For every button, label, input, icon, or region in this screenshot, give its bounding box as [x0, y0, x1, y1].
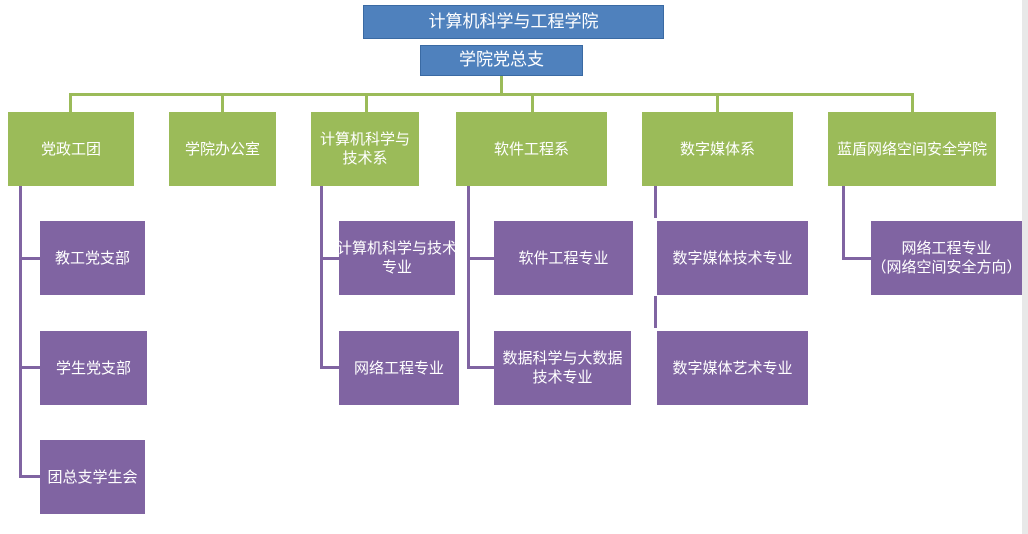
sub-spine-connector: [842, 186, 845, 260]
department-box: 学院办公室: [169, 112, 276, 186]
sub-unit-label: 学生党支部: [55, 358, 131, 377]
party-committee-label: 学院党总支: [459, 50, 544, 70]
sub-unit-box: 数字媒体技术专业: [657, 221, 808, 295]
sub-unit-box: 数字媒体艺术专业: [657, 331, 808, 405]
connector-dept-1: [69, 93, 72, 112]
sub-branch-connector: [19, 257, 40, 260]
sub-unit-box: 网络工程专业: [339, 331, 459, 405]
sub-unit-label: 教工党支部: [54, 248, 130, 267]
sub-unit-label: 团总支学生会: [47, 467, 138, 486]
trunk-connector: [500, 76, 503, 95]
department-box: 软件工程系: [456, 112, 607, 186]
sub-unit-box: 软件工程专业: [494, 221, 633, 295]
college-title: 计算机科学与工程学院: [428, 11, 599, 32]
connector-dept-5: [716, 93, 719, 112]
sub-unit-label-line: （网络空间安全方向）: [871, 258, 1022, 276]
connector-dept-6: [911, 93, 914, 112]
department-label: 蓝盾网络空间安全学院: [836, 139, 987, 158]
sub-branch-connector: [842, 257, 871, 260]
sub-unit-box: 团总支学生会: [40, 440, 145, 514]
party-committee-box: 学院党总支: [420, 45, 583, 76]
sub-unit-label-line: 专业: [381, 258, 412, 276]
connector-dept-2: [221, 93, 224, 112]
sub-branch-connector: [467, 366, 494, 369]
sub-branch-connector: [19, 475, 40, 478]
department-label: 软件工程系: [493, 139, 569, 158]
department-box: 数字媒体系: [642, 112, 793, 186]
department-label: 学院办公室: [184, 139, 260, 158]
sub-unit-label: 数字媒体技术专业: [672, 248, 793, 267]
sub-unit-label-line: 数据科学与大数据: [502, 349, 623, 367]
sub-spine-connector: [19, 186, 22, 478]
sub-spine-connector: [320, 186, 323, 369]
sub-spine-connector: [654, 296, 657, 328]
connector-dept-4: [531, 93, 534, 112]
department-bus-line: [69, 93, 914, 96]
department-box: 党政工团: [8, 112, 134, 186]
sub-unit-label: 数字媒体艺术专业: [672, 358, 793, 377]
sub-branch-connector: [467, 257, 494, 260]
sub-unit-label: 软件工程专业: [518, 248, 609, 267]
department-label: 数字媒体系: [679, 139, 755, 158]
sub-unit-label-line: 网络工程专业: [901, 239, 992, 257]
department-box: 蓝盾网络空间安全学院: [828, 112, 996, 186]
sub-unit-label: 网络工程专业: [353, 358, 444, 377]
sub-branch-connector: [320, 257, 339, 260]
sub-branch-connector: [320, 366, 339, 369]
page-edge: [1022, 0, 1028, 534]
department-label: 党政工团: [40, 139, 101, 158]
department-box: 计算机科学与 技术系: [311, 112, 419, 186]
sub-unit-box: 教工党支部: [40, 221, 145, 295]
connector-dept-3: [365, 93, 368, 112]
sub-unit-label-line: 技术专业: [532, 368, 593, 386]
sub-spine-connector: [467, 186, 470, 369]
sub-unit-box: 网络工程专业 （网络空间安全方向）: [871, 221, 1022, 295]
sub-unit-box: 数据科学与大数据 技术专业: [494, 331, 631, 405]
department-label-line: 计算机科学与: [319, 130, 410, 148]
sub-branch-connector: [19, 366, 40, 369]
college-title-box: 计算机科学与工程学院: [363, 5, 664, 39]
sub-unit-label-line: 计算机科学与技术: [337, 239, 458, 257]
sub-unit-box: 计算机科学与技术 专业: [337, 221, 458, 295]
sub-spine-connector: [654, 186, 657, 218]
sub-unit-box: 学生党支部: [40, 331, 147, 405]
department-label-line: 技术系: [342, 149, 388, 167]
